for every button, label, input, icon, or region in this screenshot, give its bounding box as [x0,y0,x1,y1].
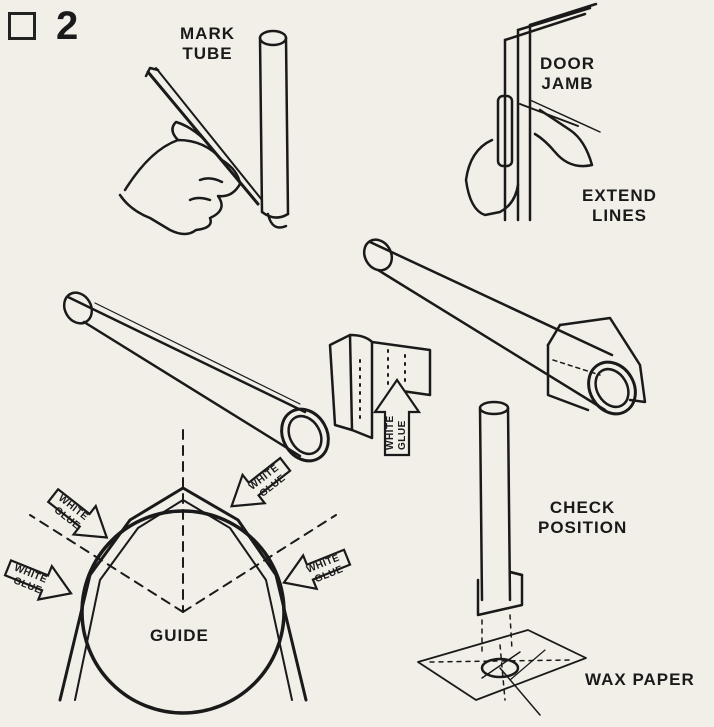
white-glue-arrow-4: WHITE GLUE [3,558,73,601]
folded-guide-paper [328,333,432,440]
mark-tube-line1: MARK [180,24,235,43]
mark-tube-label: MARK TUBE [180,24,235,64]
check-position-line2: POSITION [538,518,628,537]
mark-tube-line2: TUBE [182,44,233,63]
white-glue-arrow-5: WHITE GLUE [282,548,352,591]
horizontal-tube-left [62,291,330,463]
glue-label-1: WHITE [385,415,396,450]
door-jamb-line1: DOOR [540,54,595,73]
white-glue-arrow-3: WHITE GLUE [229,456,292,508]
glue-label-1b: GLUE [397,420,408,450]
wax-paper-sheet [417,629,587,716]
mark-tube-illustration [118,29,290,236]
door-jamb-illustration [464,2,601,222]
check-position-label: CHECK POSITION [538,498,627,538]
door-jamb-label: DOOR JAMB [540,54,595,94]
white-glue-arrow-1: WHITE GLUE [372,378,422,457]
white-glue-arrow-2: WHITE GLUE [46,487,109,539]
guide-cross-section [29,429,337,715]
wax-paper-label: WAX PAPER [585,670,695,689]
check-position-line1: CHECK [549,498,616,517]
vertical-tube-check-position [476,400,524,656]
door-jamb-line2: JAMB [541,74,594,93]
guide-label: GUIDE [150,626,209,645]
step-checkbox[interactable] [8,12,36,40]
extend-lines-line1: EXTEND [582,186,657,205]
horizontal-tube-right [362,238,647,416]
extend-lines-line2: LINES [591,206,648,225]
extend-lines-label: EXTEND LINES [582,186,657,226]
step-number: 2 [56,4,79,48]
